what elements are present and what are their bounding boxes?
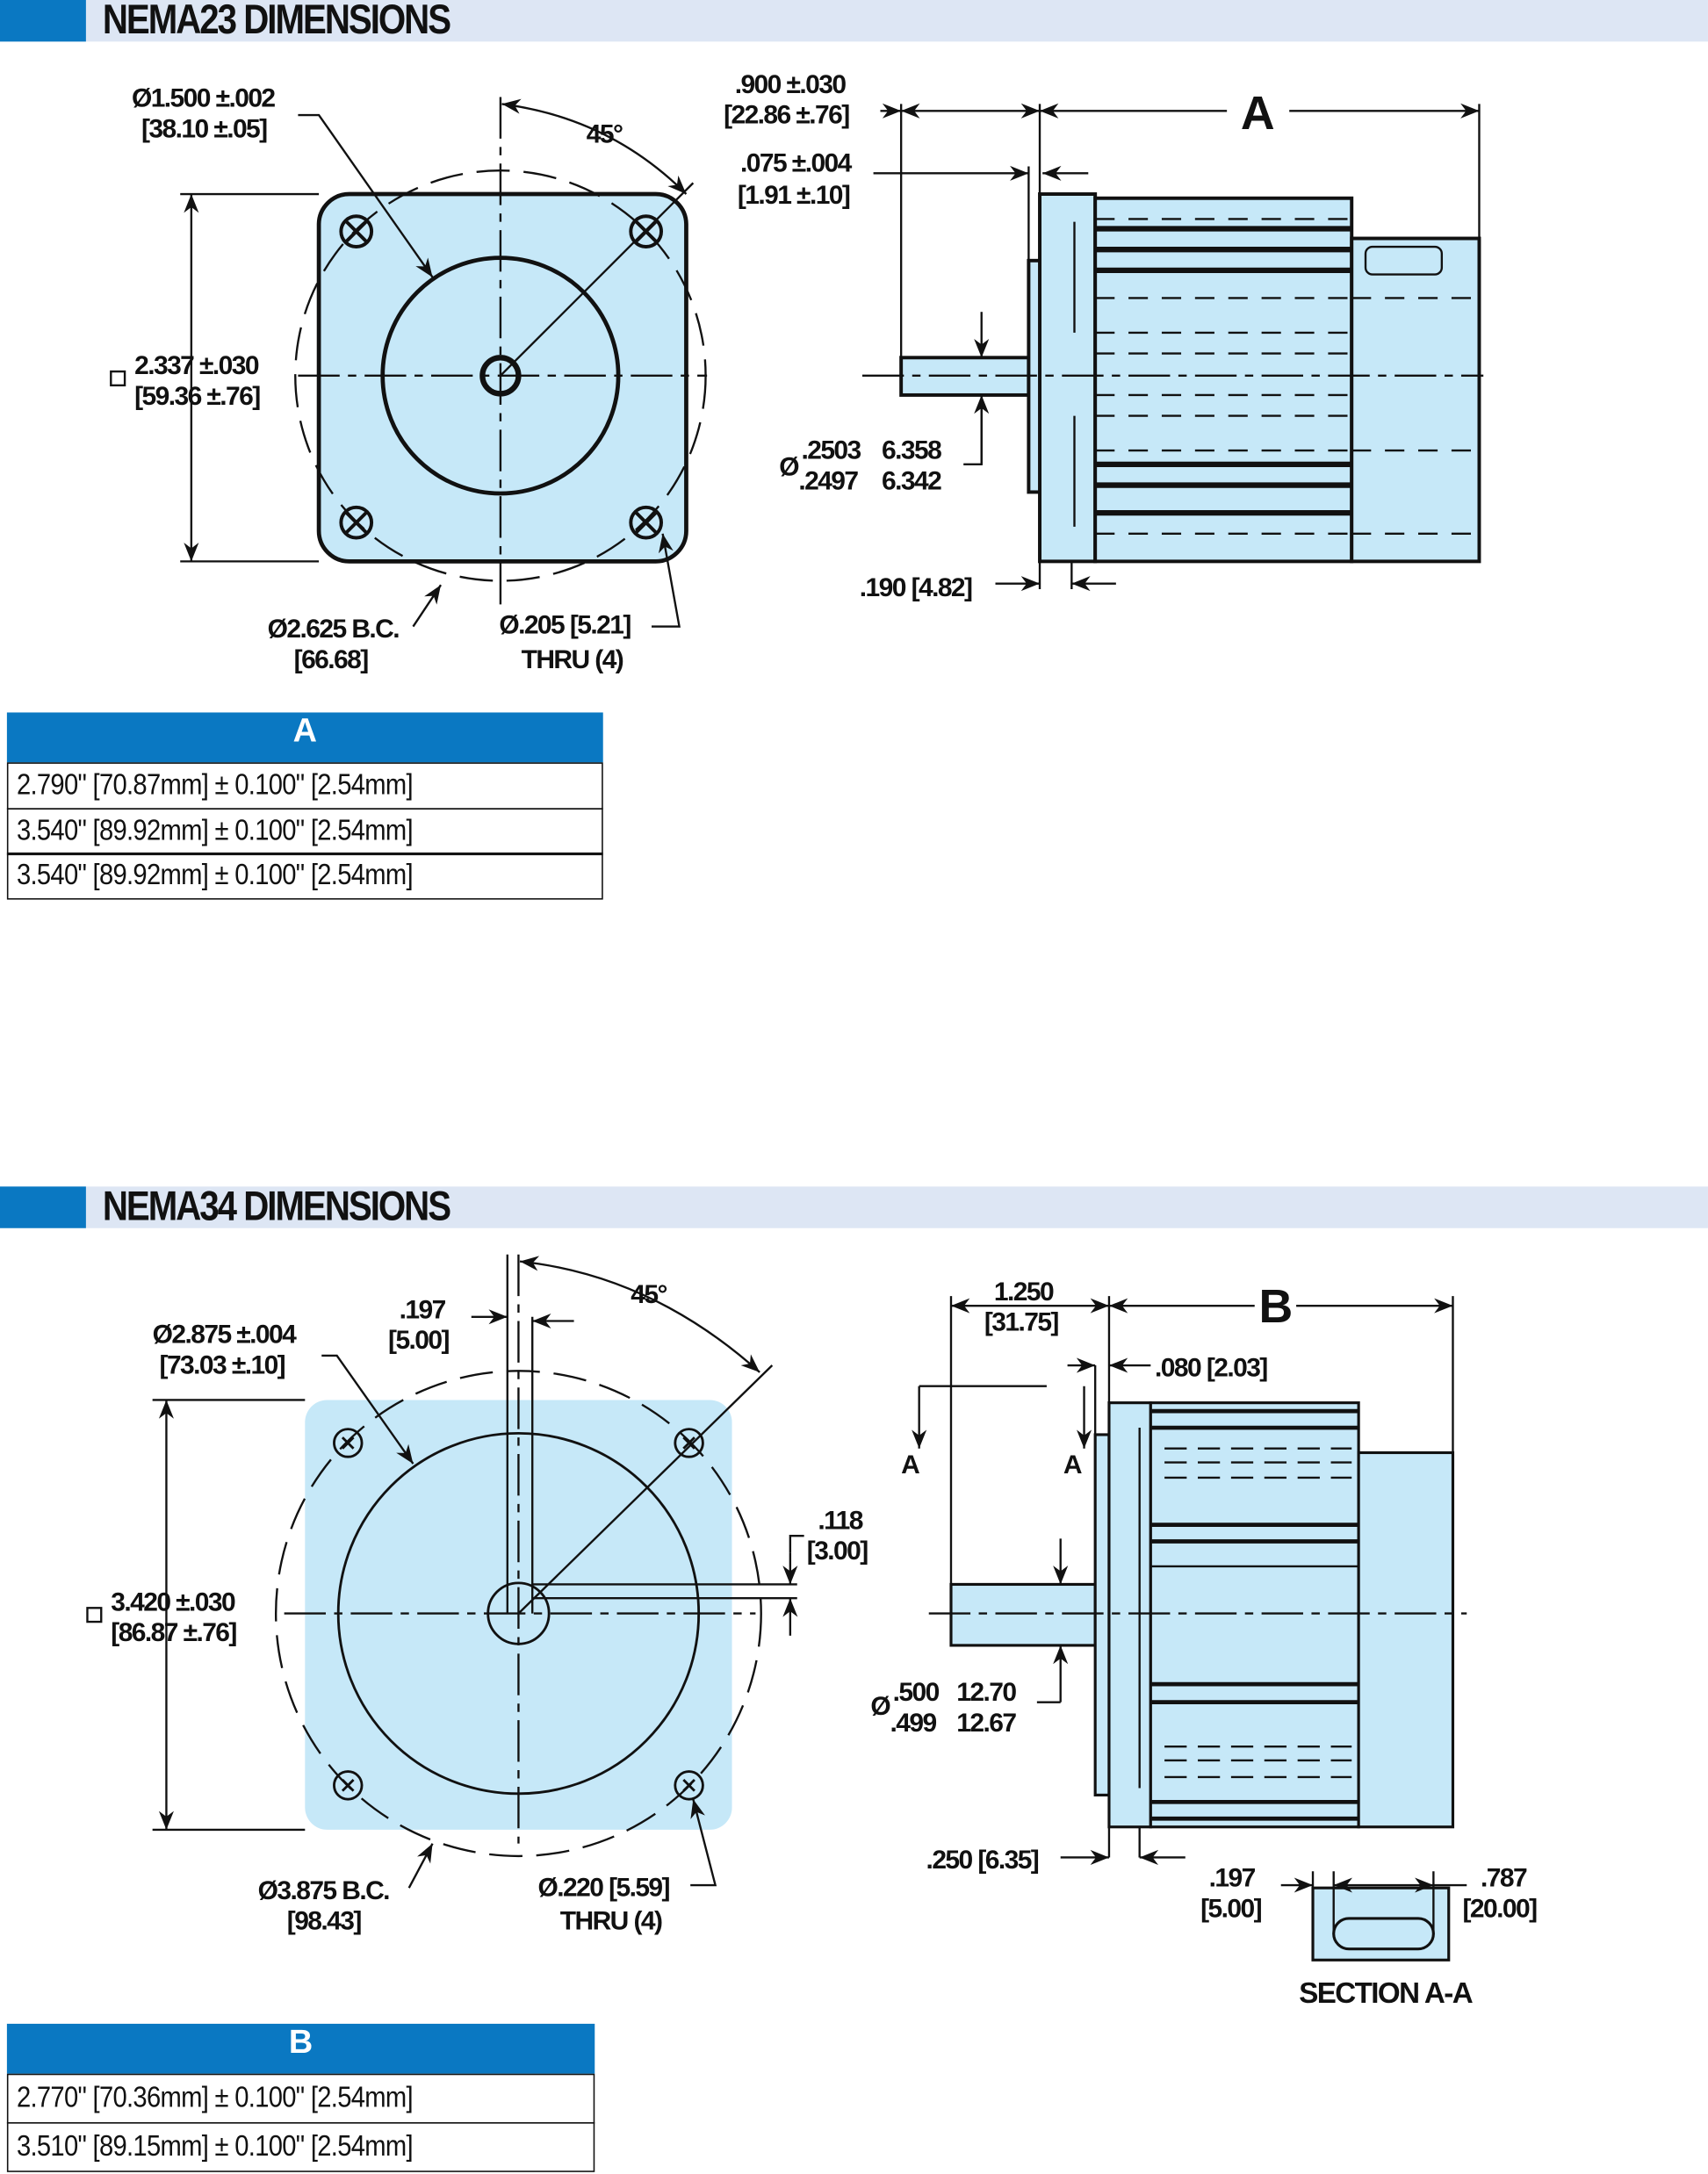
table-row: 3.510" [89.15mm] ± 0.100" [2.54mm] (6, 2121, 595, 2172)
pilot-dia: Ø2.875 ±.004 (153, 1321, 297, 1350)
nema34-header: NEMA34 DIMENSIONS (0, 1184, 1708, 1229)
nema23-title: NEMA23 DIMENSIONS (102, 0, 451, 43)
pilot-dia-mm: [38.10 ±.05] (141, 114, 267, 143)
length-table-b: B 2.770" [70.36mm] ± 0.100" [2.54mm] 3.5… (6, 2023, 595, 2172)
nema34-front-view (86, 1254, 804, 1889)
hole-dia: Ø.220 [5.59] (538, 1874, 670, 1903)
section-marker: A (1063, 1451, 1082, 1479)
header-accent-block (0, 0, 86, 42)
bolt-circle-mm: [66.68] (294, 645, 369, 674)
header-accent-block (0, 1186, 86, 1228)
table-header: B (6, 2023, 595, 2074)
key-width: .197 (400, 1295, 446, 1324)
pilot-depth-mm: [1.91 ±.10] (738, 181, 850, 210)
table-row: 3.540" [89.92mm] ± 0.100" [2.54mm] (6, 852, 603, 900)
nema23-side-view (861, 103, 1484, 592)
flange-thickness: .250 [6.35] (926, 1846, 1039, 1875)
square-dim: 2.337 ±.030 (134, 351, 259, 380)
table-header: A (6, 712, 603, 763)
flange-thickness: .190 [4.82] (860, 573, 972, 602)
length-key: A (1241, 87, 1274, 140)
nema23-front-view (110, 97, 708, 628)
pilot-depth: .075 ±.004 (740, 149, 853, 178)
section-a-a-view (1280, 1871, 1467, 1962)
key-length-mm: [20.00] (1463, 1894, 1538, 1923)
key-offset: .197 (1209, 1864, 1256, 1893)
shaft-dia-max: .500 (893, 1678, 940, 1707)
section-marker: A (901, 1451, 919, 1479)
hole-thru: THRU (4) (522, 645, 623, 674)
shaft-dia-min: .499 (890, 1709, 937, 1738)
table-row: 3.540" [89.92mm] ± 0.100" [2.54mm] (6, 807, 603, 855)
table-cell: 3.510" [89.15mm] ± 0.100" [2.54mm] (16, 2129, 414, 2162)
table-cell: 2.770" [70.36mm] ± 0.100" [2.54mm] (16, 2082, 414, 2114)
key-offset-mm: [5.00] (1200, 1894, 1261, 1923)
bolt-circle: Ø3.875 B.C. (258, 1876, 390, 1905)
shaft-dia-min-mm: 12.67 (956, 1709, 1016, 1738)
shaft-dia-max: .2503 (801, 436, 861, 465)
shaft-dia-min-mm: 6.342 (882, 466, 941, 495)
key-height: .118 (818, 1506, 862, 1535)
table-cell: 3.540" [89.92mm] ± 0.100" [2.54mm] (16, 814, 414, 846)
shaft-dia-max-mm: 12.70 (956, 1678, 1016, 1707)
nema34-title: NEMA34 DIMENSIONS (102, 1184, 451, 1230)
hole-thru: THRU (4) (560, 1907, 662, 1936)
section-title: SECTION A-A (1299, 1977, 1473, 2010)
shaft-length-mm: [31.75] (984, 1308, 1059, 1337)
shaft-length-mm: [22.86 ±.76] (724, 101, 849, 130)
key-height-mm: [3.00] (807, 1537, 868, 1566)
hole-dia: Ø.205 [5.21] (499, 610, 631, 639)
nema34-labels: Ø2.875 ±.004 [73.03 ±.10] .197 [5.00] 45… (111, 1278, 1538, 2010)
shaft-length: 1.250 (994, 1278, 1054, 1307)
shaft-dia-min: .2497 (798, 466, 858, 495)
pilot-dia: Ø1.500 ±.002 (132, 84, 275, 113)
pilot-depth: .080 [2.03] (1155, 1354, 1267, 1383)
nema34-side-view (912, 1296, 1467, 1865)
square-dim-mm: [86.87 ±.76] (111, 1618, 236, 1647)
table-cell: 2.790" [70.87mm] ± 0.100" [2.54mm] (16, 769, 414, 802)
angle-label: 45° (631, 1280, 667, 1309)
bolt-circle: Ø2.625 B.C. (268, 615, 400, 644)
square-dim-mm: [59.36 ±.76] (134, 382, 260, 411)
length-table-a: A 2.790" [70.87mm] ± 0.100" [2.54mm] 3.5… (6, 712, 603, 900)
bolt-circle-mm: [98.43] (287, 1907, 362, 1936)
dia-symbol: Ø (870, 1692, 890, 1721)
nema23-labels: Ø1.500 ±.002 [38.10 ±.05] 45° 2.337 ±.03… (132, 70, 1276, 674)
shaft-length: .900 ±.030 (735, 70, 847, 99)
key-width-mm: [5.00] (388, 1326, 449, 1355)
square-dim: 3.420 ±.030 (111, 1587, 235, 1616)
nema23-header: NEMA23 DIMENSIONS (0, 0, 1708, 43)
table-row: 2.790" [70.87mm] ± 0.100" [2.54mm] (6, 762, 603, 810)
shaft-dia-max-mm: 6.358 (882, 436, 941, 465)
dia-symbol: Ø (779, 452, 799, 481)
table-cell: 3.540" [89.92mm] ± 0.100" [2.54mm] (16, 859, 414, 892)
table-row: 2.770" [70.36mm] ± 0.100" [2.54mm] (6, 2073, 595, 2124)
length-key: B (1258, 1280, 1291, 1333)
angle-label: 45° (587, 120, 623, 149)
key-length: .787 (1481, 1864, 1527, 1893)
pilot-dia-mm: [73.03 ±.10] (160, 1350, 285, 1379)
